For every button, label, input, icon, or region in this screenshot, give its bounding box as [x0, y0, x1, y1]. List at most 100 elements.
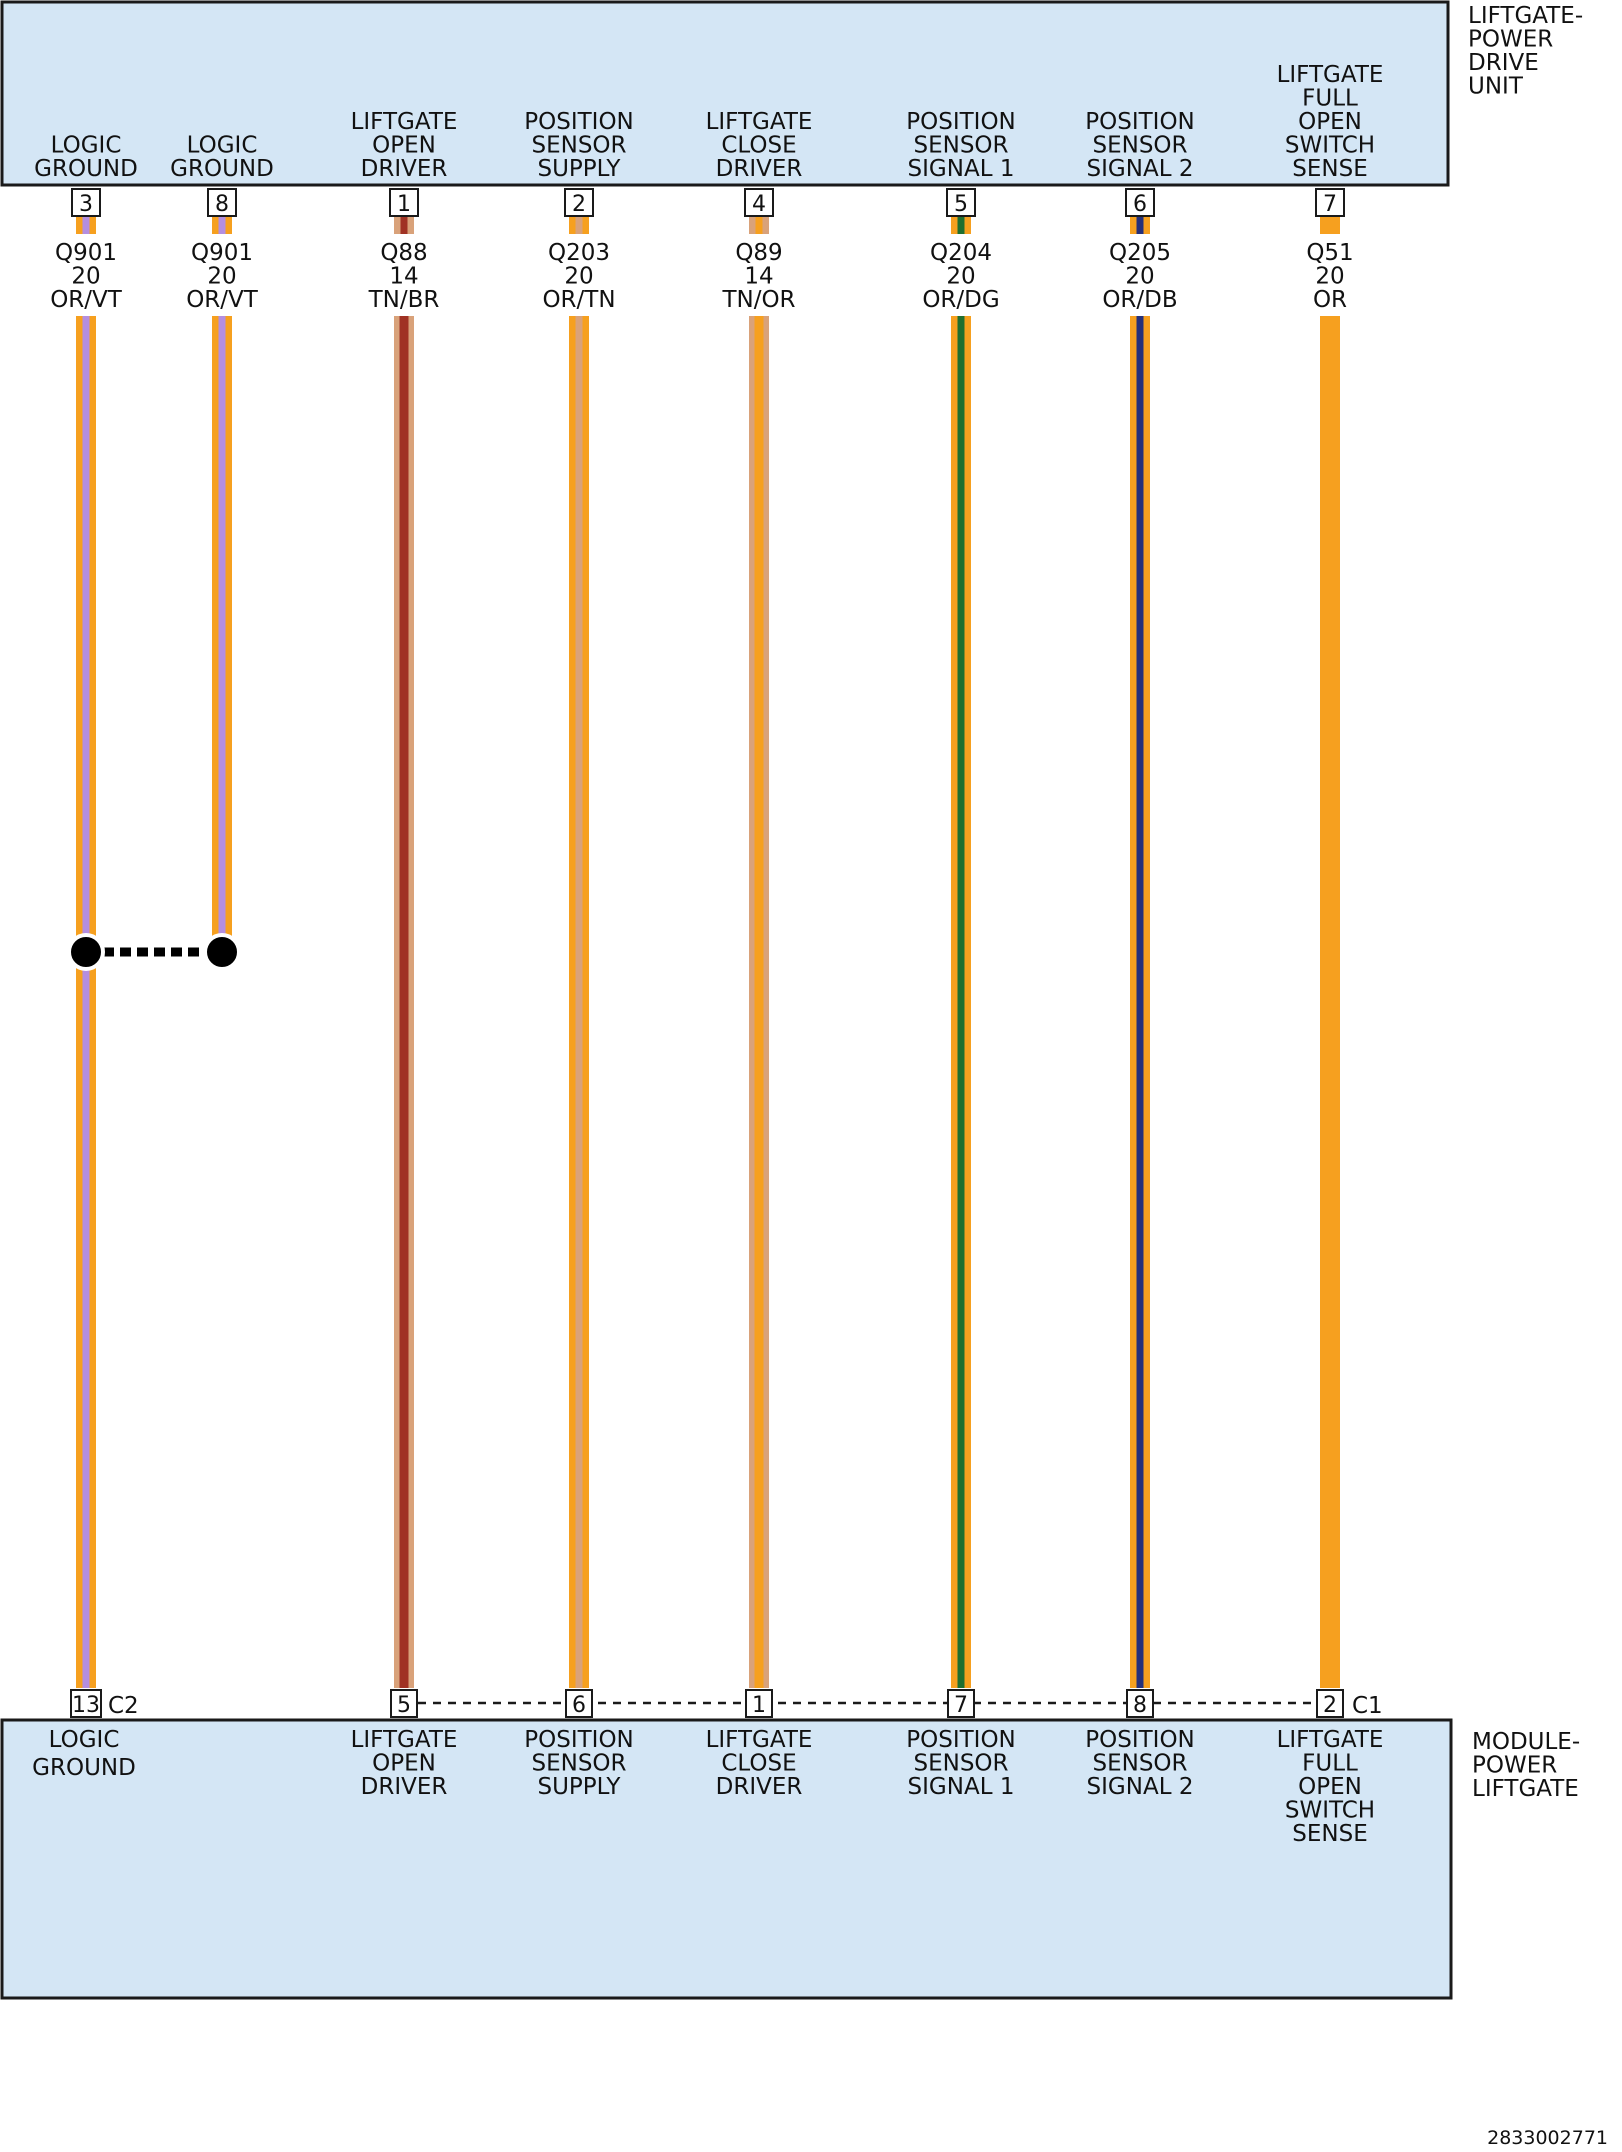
splice-node-1 [67, 933, 105, 971]
drive-unit-pin-2-number: 2 [572, 192, 586, 217]
drive-unit-pin-5-label: POSITION [906, 109, 1016, 135]
drive-unit-pin-1-label: OPEN [372, 133, 436, 159]
wire-1-gauge: 20 [71, 264, 100, 290]
drive-unit-pin-1-label: LIFTGATE [351, 109, 458, 135]
wire-7-gauge: 20 [1125, 264, 1154, 290]
wire-6-circuit: Q204 [930, 240, 992, 266]
liftgate-module-pin-5-label: OPEN [372, 1751, 436, 1777]
drive-unit-pin-2-label: SUPPLY [538, 156, 622, 182]
figure-code: 2833002771 [1487, 2127, 1608, 2149]
drive-unit-pin-1-number: 1 [397, 192, 411, 217]
drive-unit-pin-3-box [71, 188, 101, 217]
drive-unit-pin-8-number: 8 [215, 192, 229, 217]
drive-unit-pin-7-label: OPEN [1298, 109, 1362, 135]
splice-node-2 [203, 933, 241, 971]
wire-1-color: OR/VT [50, 287, 123, 313]
liftgate-module-pin-1-box [745, 1689, 773, 1718]
liftgate-module-pin-7-label: SIGNAL 1 [908, 1774, 1015, 1800]
liftgate-module-pin-1-label: CLOSE [721, 1751, 796, 1777]
drive-unit-pins: 3 8 1 2 4 5 6 7 [71, 188, 1345, 234]
drive-unit-pin-3-number: 3 [79, 192, 93, 217]
liftgate-module-pin-5-number: 5 [397, 1693, 411, 1718]
liftgate-module-pin-5-box [390, 1689, 418, 1718]
drive-unit-pin-8-label: LOGIC [187, 133, 258, 159]
drive-unit-pin-6-label: SENSOR [1092, 133, 1187, 159]
wire-6-color: OR/DG [922, 287, 999, 313]
liftgate-module-pin-8-label: SENSOR [1092, 1751, 1187, 1777]
wire-1-circuit: Q901 [55, 240, 117, 266]
wire-8-color: OR [1313, 287, 1347, 313]
drive-unit-pin-7-number: 7 [1323, 192, 1337, 217]
liftgate-module-pin-7-box [947, 1689, 975, 1718]
wire-2-color: OR/VT [186, 287, 259, 313]
drive-unit-name-line-2: POWER [1468, 27, 1553, 53]
wire-3-circuit: Q88 [380, 240, 427, 266]
drive-unit-pin-4-label: DRIVER [716, 156, 803, 182]
drive-unit-pin-4-label: CLOSE [721, 133, 796, 159]
drive-unit-pin-5-label: SIGNAL 1 [908, 156, 1015, 182]
wire-5-circuit: Q89 [735, 240, 782, 266]
drive-unit-pin-6-label: POSITION [1085, 109, 1195, 135]
drive-unit-name-line-1: LIFTGATE- [1468, 3, 1583, 29]
drive-unit-pin-7-box [1315, 188, 1345, 217]
liftgate-module-pin-8-label: POSITION [1085, 1727, 1195, 1753]
wire-5-color: TN/OR [721, 287, 795, 313]
liftgate-module-pin-2-number: 2 [1323, 1693, 1337, 1718]
connector-c2-label: C2 [108, 1693, 139, 1719]
wire-4-circuit: Q203 [548, 240, 610, 266]
drive-unit-name-line-4: UNIT [1468, 74, 1524, 100]
drive-unit-pin-7-label: FULL [1302, 86, 1358, 112]
liftgate-module-pin-7-label: SENSOR [913, 1751, 1008, 1777]
liftgate-module-pin-2-label: SWITCH [1285, 1798, 1375, 1824]
drive-unit-pin-4-label: LIFTGATE [706, 109, 813, 135]
liftgate-module-pin-2-label: SENSE [1292, 1821, 1367, 1847]
wire-5-gauge: 14 [744, 264, 773, 290]
drive-unit-pin-4-number: 4 [752, 192, 766, 217]
drive-unit-pin-2-box [564, 188, 594, 217]
drive-unit-pin-3-label: GROUND [34, 156, 138, 182]
wire-6-gauge: 20 [946, 264, 975, 290]
drive-unit-pin-6-box [1125, 188, 1155, 217]
ground-splice [67, 933, 241, 971]
liftgate-module-pin-13-number: 13 [72, 1693, 100, 1718]
drive-unit-pin-3-label: LOGIC [51, 133, 122, 159]
liftgate-module-pin-8-label: SIGNAL 2 [1087, 1774, 1194, 1800]
liftgate-module-name-line-1: MODULE- [1472, 1729, 1580, 1755]
drive-unit-pin-7-label: SENSE [1292, 156, 1367, 182]
drive-unit-pin-4-box [744, 188, 774, 217]
drive-unit-pin-5-box [946, 188, 976, 217]
liftgate-module-pin-6-label: SUPPLY [538, 1774, 622, 1800]
drive-unit-pin-7-label: SWITCH [1285, 133, 1375, 159]
wires [76, 316, 1340, 1688]
wire-3-color: TN/BR [368, 287, 440, 313]
liftgate-module-box [0, 1718, 1453, 2000]
drive-unit-pin-labels: LOGICGROUNDLOGICGROUNDLIFTGATEOPENDRIVER… [34, 62, 1383, 182]
wire-4-color: OR/TN [542, 287, 615, 313]
wire-designations: Q90120OR/VTQ90120OR/VTQ8814TN/BRQ20320OR… [50, 240, 1354, 313]
wire-8-circuit: Q51 [1306, 240, 1353, 266]
drive-unit-pin-6-number: 6 [1133, 192, 1147, 217]
wire-2-circuit: Q901 [191, 240, 253, 266]
liftgate-module-pin-2-label: FULL [1302, 1751, 1358, 1777]
wire-3-gauge: 14 [389, 264, 418, 290]
drive-unit-name-line-3: DRIVE [1468, 50, 1539, 76]
liftgate-module-name-line-3: LIFTGATE [1472, 1776, 1579, 1802]
drive-unit-pin-6-label: SIGNAL 2 [1087, 156, 1194, 182]
liftgate-module-pin-6-number: 6 [572, 1693, 586, 1718]
drive-unit-pin-5-number: 5 [954, 192, 968, 217]
drive-unit-pin-2-label: POSITION [524, 109, 634, 135]
liftgate-module-pin-7-number: 7 [954, 1693, 968, 1718]
wire-4-gauge: 20 [564, 264, 593, 290]
liftgate-module-pin-6-label: POSITION [524, 1727, 634, 1753]
liftgate-module-pin-13-label: LOGIC [49, 1727, 120, 1753]
drive-unit-box [0, 0, 1450, 187]
liftgate-module-pin-2-box [1316, 1689, 1344, 1718]
wire-7-color: OR/DB [1102, 287, 1177, 313]
liftgate-module-pin-labels: LOGICGROUNDLIFTGATEOPENDRIVERPOSITIONSEN… [32, 1727, 1383, 1847]
liftgate-module-pin-13-label: GROUND [32, 1755, 136, 1781]
